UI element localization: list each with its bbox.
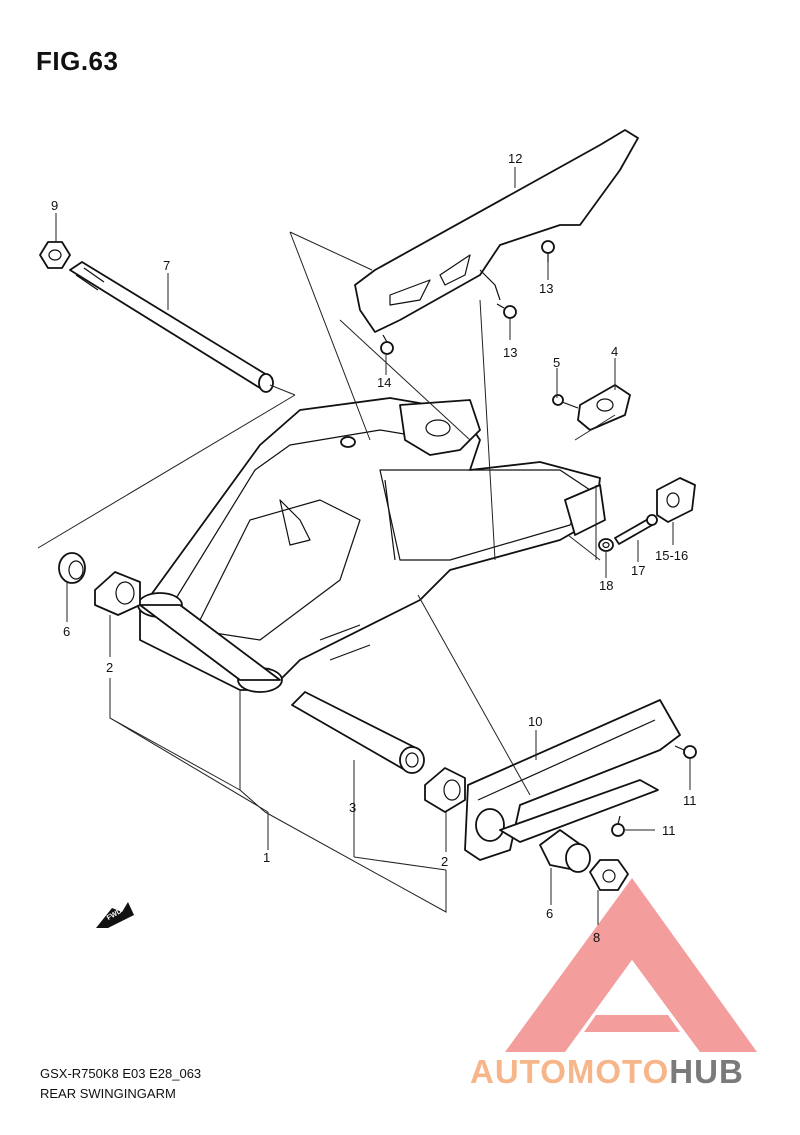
watermark-triangle-cutout	[600, 960, 665, 1005]
chain-cover-12	[354, 129, 639, 333]
diagram-name: REAR SWINGINGARM	[40, 1086, 176, 1101]
part-label-6-left: 6	[63, 624, 70, 639]
part-label-1: 1	[263, 850, 270, 865]
watermark-triangle-shape	[505, 878, 757, 1052]
chain-buffer-10	[464, 699, 681, 861]
part-number-labels: 9 7 12 13 13 14 5 4 15-16 17 18 6 2 3 1 …	[51, 151, 697, 945]
part-label-5: 5	[553, 355, 560, 370]
part-label-15-16: 15-16	[655, 548, 688, 563]
dust-seal-6-left	[58, 552, 86, 584]
spacer-3	[291, 691, 425, 774]
bolt-13-upper	[541, 240, 555, 262]
part-label-11-upper: 11	[683, 793, 697, 808]
watermark-word-part1: AUTOMOTO	[470, 1053, 669, 1090]
part-label-2-left: 2	[106, 660, 113, 675]
watermark-wordmark: AUTOMOTOHUB	[470, 1053, 744, 1090]
watermark-logo	[505, 878, 757, 1052]
adjuster-15-16	[656, 477, 696, 523]
part-label-9: 9	[51, 198, 58, 213]
bolt-11-lower	[611, 815, 625, 837]
bolt-5	[552, 394, 579, 409]
part-label-7: 7	[163, 258, 170, 273]
bracket-4	[577, 384, 631, 431]
nut-8	[589, 859, 629, 891]
part-label-6-right: 6	[546, 906, 553, 921]
nut-9	[39, 241, 71, 269]
bolt-13-lower	[496, 303, 517, 319]
part-label-14: 14	[377, 375, 391, 390]
dust-seal-6-right	[539, 829, 591, 873]
part-label-13-upper: 13	[539, 281, 553, 296]
bolt-11-upper	[674, 745, 697, 759]
part-label-17: 17	[631, 563, 645, 578]
bearing-2-right	[424, 767, 466, 813]
part-label-18: 18	[599, 578, 613, 593]
part-label-2-right: 2	[441, 854, 448, 869]
figure-title: FIG.63	[36, 46, 119, 76]
part-label-10: 10	[528, 714, 542, 729]
part-label-3: 3	[349, 800, 356, 815]
bearing-2-left	[94, 571, 141, 616]
adjuster-bolt-17	[614, 514, 658, 545]
part-label-13-lower: 13	[503, 345, 517, 360]
swingarm-body	[137, 397, 606, 693]
bolt-14	[380, 334, 394, 355]
fwd-arrow-icon: FWD	[96, 902, 134, 928]
part-label-8: 8	[593, 930, 600, 945]
watermark-word-part2: HUB	[669, 1053, 744, 1090]
part-label-4: 4	[611, 344, 618, 359]
part-label-11-lower: 11	[662, 823, 676, 838]
leader-lines	[37, 167, 691, 925]
washer-18	[598, 538, 614, 552]
part-label-12: 12	[508, 151, 522, 166]
model-code: GSX-R750K8 E03 E28_063	[40, 1066, 202, 1081]
watermark-bar-shape	[584, 1015, 680, 1032]
watermark-word: AUTOMOTOHUB	[470, 1053, 744, 1090]
pivot-shaft-7	[69, 261, 274, 393]
